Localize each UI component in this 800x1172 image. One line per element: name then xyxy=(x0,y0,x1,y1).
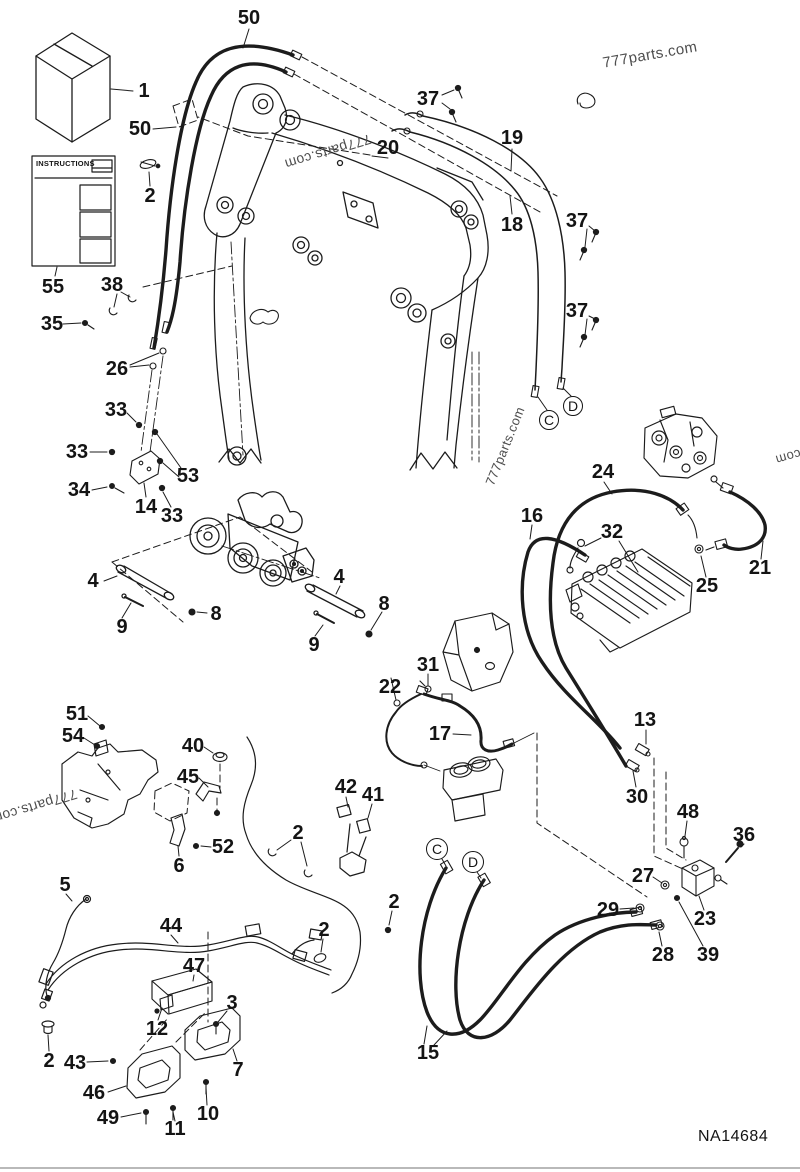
part-label-12: 12 xyxy=(145,1018,169,1040)
part-label-4: 4 xyxy=(87,570,99,592)
part-label-24: 24 xyxy=(591,461,615,483)
part-label-28: 28 xyxy=(651,944,675,966)
ref-circle-C: C xyxy=(539,410,559,430)
part-label-41: 41 xyxy=(361,784,385,806)
part-label-40: 40 xyxy=(181,735,205,757)
construction-lines xyxy=(111,56,687,1051)
part-label-45: 45 xyxy=(176,766,200,788)
part-label-8: 8 xyxy=(210,603,222,625)
part-label-38: 38 xyxy=(100,274,124,296)
part-label-37: 37 xyxy=(416,88,440,110)
part-label-53: 53 xyxy=(176,465,200,487)
part-label-30: 30 xyxy=(625,786,649,808)
pins-art xyxy=(115,564,366,624)
part-label-44: 44 xyxy=(159,915,183,937)
part-label-35: 35 xyxy=(40,313,64,335)
part-label-39: 39 xyxy=(696,944,720,966)
ref-circle-C: C xyxy=(426,838,448,860)
part-label-26: 26 xyxy=(105,358,129,380)
leader-lines xyxy=(47,28,764,1122)
part-label-22: 22 xyxy=(378,676,402,698)
part-label-18: 18 xyxy=(500,214,524,236)
parts-box-art xyxy=(35,32,111,143)
part-label-3: 3 xyxy=(226,992,238,1014)
pedal-and-controller-art xyxy=(442,612,514,822)
part-label-54: 54 xyxy=(61,725,85,747)
part-label-43: 43 xyxy=(63,1052,87,1074)
part-label-17: 17 xyxy=(428,723,452,745)
tubes-art xyxy=(391,112,566,391)
valves-art xyxy=(565,405,724,653)
part-label-13: 13 xyxy=(633,709,657,731)
part-label-33: 33 xyxy=(104,399,128,421)
instructions-sheet-art xyxy=(31,155,116,267)
part-label-11: 11 xyxy=(164,1118,186,1140)
mount-bracket-art xyxy=(61,739,228,847)
coupler-art xyxy=(189,491,315,587)
part-label-21: 21 xyxy=(748,557,772,579)
part-label-5: 5 xyxy=(59,874,71,896)
boom-arm-art xyxy=(203,83,596,471)
part-label-10: 10 xyxy=(196,1103,220,1125)
part-label-23: 23 xyxy=(693,908,717,930)
part-label-52: 52 xyxy=(211,836,235,858)
part-label-48: 48 xyxy=(676,801,700,823)
fittings-art xyxy=(81,49,744,1125)
part-label-15: 15 xyxy=(416,1042,440,1064)
part-label-27: 27 xyxy=(631,865,655,887)
part-label-46: 46 xyxy=(82,1082,106,1104)
part-label-2: 2 xyxy=(318,919,330,941)
ref-circle-D: D xyxy=(563,396,583,416)
part-label-20: 20 xyxy=(376,137,400,159)
part-label-33: 33 xyxy=(160,505,184,527)
part-label-37: 37 xyxy=(565,300,589,322)
part-label-50: 50 xyxy=(237,7,261,29)
part-label-36: 36 xyxy=(732,824,756,846)
part-label-51: 51 xyxy=(65,703,89,725)
part-label-55: 55 xyxy=(41,276,65,298)
part-label-32: 32 xyxy=(600,521,624,543)
part-label-29: 29 xyxy=(596,899,620,921)
part-label-1: 1 xyxy=(138,80,150,102)
part-label-49: 49 xyxy=(96,1107,120,1129)
part-label-19: 19 xyxy=(500,127,524,149)
part-label-37: 37 xyxy=(565,210,589,232)
part-label-16: 16 xyxy=(520,505,544,527)
part-label-2: 2 xyxy=(292,822,304,844)
ecu-brackets-art xyxy=(41,968,241,1099)
page-bottom-edge xyxy=(0,1167,800,1169)
part-label-14: 14 xyxy=(134,496,158,518)
part-label-7: 7 xyxy=(232,1059,244,1081)
ref-circle-D: D xyxy=(462,851,484,873)
part-label-2: 2 xyxy=(144,185,156,207)
part-label-34: 34 xyxy=(67,479,91,501)
part-label-25: 25 xyxy=(695,575,719,597)
drawing-number: NA14684 xyxy=(698,1128,769,1145)
part-label-47: 47 xyxy=(182,955,206,977)
part-label-9: 9 xyxy=(116,616,128,638)
center-lines xyxy=(140,241,480,579)
part-label-9: 9 xyxy=(308,634,320,656)
part-label-31: 31 xyxy=(416,654,440,676)
part-label-33: 33 xyxy=(65,441,89,463)
part-label-6: 6 xyxy=(173,855,185,877)
part-label-2: 2 xyxy=(43,1050,55,1072)
part-label-2: 2 xyxy=(388,891,400,913)
part-label-42: 42 xyxy=(334,776,358,798)
part-label-8: 8 xyxy=(378,593,390,615)
instructions-sheet-title: INSTRUCTIONS xyxy=(36,159,95,168)
hoses-art xyxy=(152,44,767,1040)
part-label-50: 50 xyxy=(128,118,152,140)
cables-art xyxy=(38,736,371,1009)
part-label-4: 4 xyxy=(333,566,345,588)
